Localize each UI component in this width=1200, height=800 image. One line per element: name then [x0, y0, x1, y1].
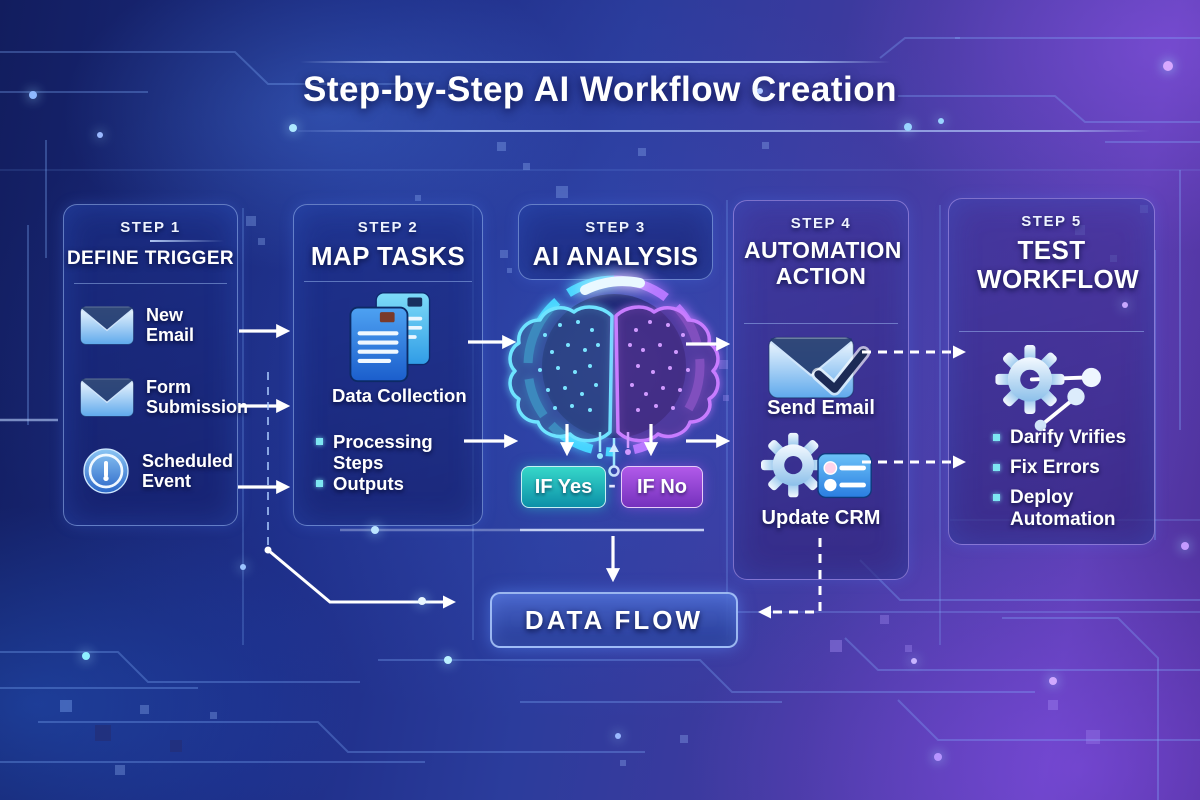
trigger-scheduled-event: Scheduled Event — [82, 447, 234, 495]
update-crm-icon — [761, 432, 872, 499]
trigger-label: New Email — [146, 305, 195, 346]
clock-icon — [83, 448, 129, 494]
step4-label: STEP 4 — [790, 215, 852, 232]
email-icon — [80, 378, 134, 417]
bullet — [993, 494, 1000, 501]
email-icon — [80, 306, 134, 345]
title-bottom-line — [298, 130, 1150, 132]
test-label: Fix Errors — [1010, 457, 1100, 478]
documents-icon — [349, 292, 431, 383]
test-item-verify: Darify Vrifies — [993, 427, 1126, 449]
step4-title: AUTOMATION ACTION — [744, 237, 902, 289]
step3-label: STEP 3 — [585, 219, 646, 236]
data-flow-box: DATA FLOW — [490, 592, 738, 648]
action-send-email-label: Send Email — [767, 397, 875, 419]
test-label: Deploy Automation — [1010, 487, 1116, 530]
step1-label: STEP 1 — [120, 219, 181, 236]
if-yes-button: IF Yes — [521, 466, 606, 508]
bullet — [993, 434, 1000, 441]
page-title: Step-by-Step AI Workflow Creation — [302, 70, 898, 109]
divider — [74, 283, 227, 284]
task-data-collection: Data Collection — [332, 385, 467, 406]
title-top-line — [300, 61, 890, 63]
test-item-fix-errors: Fix Errors — [993, 457, 1100, 479]
task-label: Outputs — [333, 473, 404, 494]
divider — [304, 281, 472, 282]
step5-label: STEP 5 — [1021, 213, 1082, 230]
step1-panel: STEP 1 DEFINE TRIGGER New Email Form Sub… — [63, 204, 249, 526]
if-no-button: IF No — [621, 466, 703, 508]
trigger-form-submission: Form Submission — [80, 377, 249, 418]
task-outputs: Outputs — [316, 473, 404, 494]
step2-title: MAP TASKS — [310, 241, 466, 271]
bullet — [993, 464, 1000, 471]
step1-title: DEFINE TRIGGER — [66, 248, 235, 269]
divider — [959, 331, 1144, 332]
ai-brain-icon — [508, 262, 720, 477]
task-processing-steps: Processing Steps — [316, 431, 482, 474]
step5-panel: STEP 5 TEST WORKFLOW Darify Vrifies Fix … — [948, 198, 1155, 545]
arrow-trace-to-data-flow — [267, 548, 456, 609]
decision-separator: - — [608, 472, 616, 497]
step3-title: AI ANALYSIS — [532, 241, 699, 271]
trigger-new-email: New Email — [80, 305, 224, 345]
trigger-label: Scheduled Event — [142, 450, 234, 491]
step3-panel: STEP 3 AI ANALYSIS — [518, 204, 713, 280]
send-email-icon — [768, 336, 871, 399]
task-label: Processing Steps — [333, 431, 433, 474]
step2-panel: STEP 2 MAP TASKS Data Collection Process… — [293, 204, 483, 526]
bullet — [316, 480, 323, 487]
step5-title: TEST WORKFLOW — [977, 235, 1140, 295]
test-item-deploy: Deploy Automation — [993, 487, 1120, 531]
step1-underline — [150, 240, 224, 242]
test-label: Darify Vrifies — [1010, 427, 1127, 448]
gear-nodes-icon — [995, 344, 1101, 432]
step2-label: STEP 2 — [357, 219, 419, 236]
action-update-crm-label: Update CRM — [761, 507, 881, 529]
trigger-label: Form Submission — [146, 377, 249, 418]
divider — [744, 323, 898, 324]
bullet — [316, 438, 323, 445]
task-label: Data Collection — [332, 385, 467, 406]
step4-panel: STEP 4 AUTOMATION ACTION Send Email Upda… — [733, 200, 909, 580]
